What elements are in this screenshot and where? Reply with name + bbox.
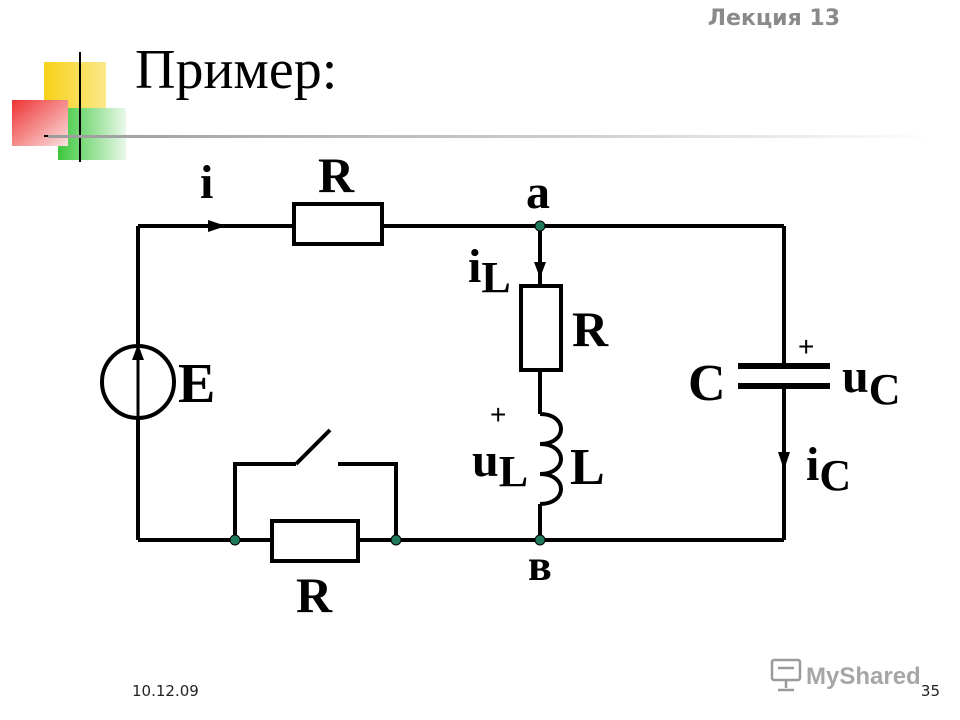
source-arrow (132, 344, 144, 360)
resistor-bottom (270, 519, 360, 563)
label-capacitor-plus: + (798, 331, 814, 362)
node-switch-left (229, 534, 241, 546)
label-resistor-middle: R (572, 301, 609, 357)
label-source-E: E (178, 353, 215, 415)
label-current-iC: iC (806, 438, 851, 500)
label-current-i: i (200, 156, 213, 209)
deco-red-square (12, 100, 68, 146)
footer-date: 10.12.09 (132, 682, 199, 700)
node-switch-right (390, 534, 402, 546)
switch-blade (294, 428, 332, 466)
label-voltage-uL: uL (472, 434, 528, 496)
label-resistor-bottom: R (296, 567, 333, 623)
page-number: 35 (920, 682, 940, 700)
title-underline (48, 135, 938, 138)
watermark-text: MyShared (806, 663, 921, 690)
current-arrow-i (208, 220, 226, 232)
page-title: Пример: (135, 39, 338, 101)
label-capacitor: C (688, 355, 726, 412)
label-current-iL: iL (468, 240, 511, 302)
switch-wire-right (338, 462, 398, 540)
current-arrow-iL (534, 262, 546, 278)
label-voltage-uC: uC (842, 350, 900, 414)
inductor-coil (539, 412, 563, 506)
resistor-top (292, 202, 384, 246)
deco-green-square (58, 108, 126, 160)
label-inductor-plus: + (490, 399, 506, 430)
node-b (534, 534, 546, 546)
node-a (534, 220, 546, 232)
watermark: MyShared (770, 658, 921, 692)
presentation-board-icon (770, 658, 802, 692)
label-inductor: L (570, 439, 605, 496)
label-node-a: a (526, 166, 550, 219)
resistor-middle (519, 284, 563, 372)
current-arrow-iC (778, 452, 790, 470)
label-resistor-top: R (318, 147, 355, 203)
lecture-header: Лекция 13 (707, 6, 840, 31)
switch-wire-left (233, 462, 296, 540)
label-node-b: в (528, 541, 552, 590)
